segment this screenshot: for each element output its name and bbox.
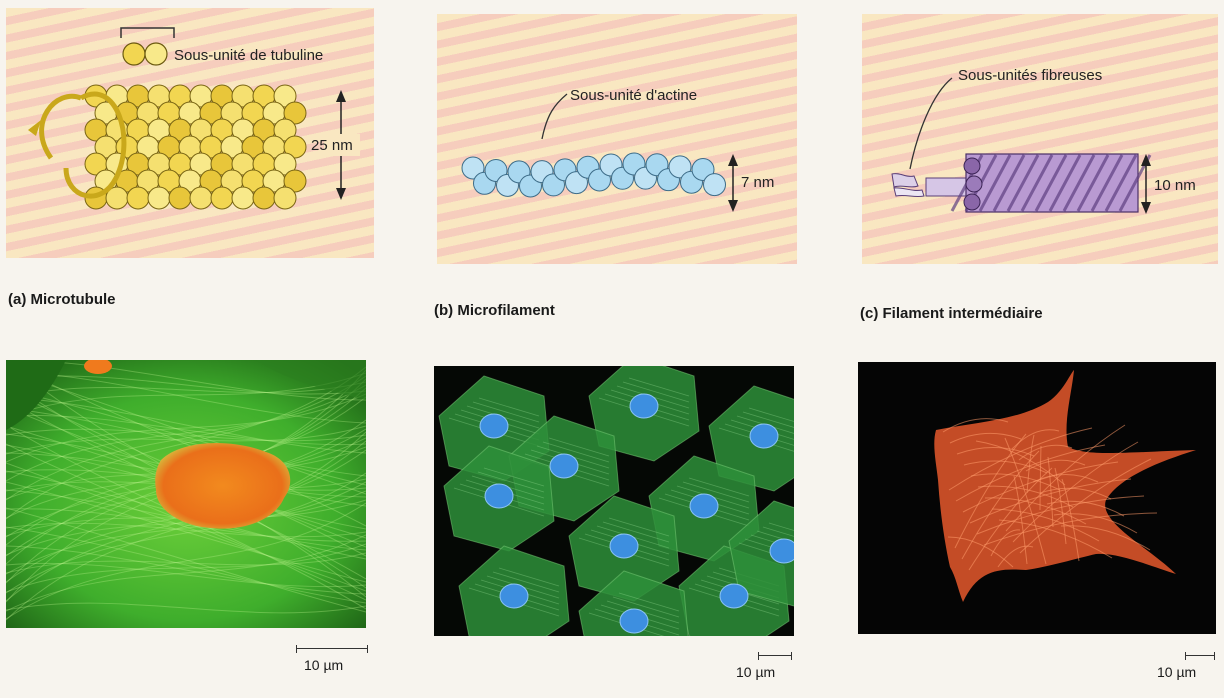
- micrograph-intermediate-filament: [858, 362, 1216, 634]
- helix-arrow: [28, 96, 81, 158]
- dimension-arrow: [728, 154, 738, 212]
- microfilament-micrograph-image: [434, 366, 794, 636]
- microtubule-illustration: Sous-unité de tubuline 25 nm: [6, 8, 374, 258]
- micrograph-microtubule: [6, 360, 366, 628]
- micrograph-microfilament: [434, 366, 794, 636]
- fibrous-subunits-label: Sous-unités fibreuses: [958, 67, 1102, 84]
- dimension-arrow: [1141, 154, 1151, 214]
- caption-c: (c) Filament intermédiaire: [860, 305, 1043, 322]
- tubulin-subunit-pair: [121, 28, 174, 65]
- microfilament-diagram: Sous-unité d'actine 7 nm: [437, 14, 797, 264]
- tubulin-subunit-label: Sous-unité de tubuline: [174, 47, 323, 64]
- fibrous-rope: [892, 154, 1150, 212]
- microtubule-diagram: Sous-unité de tubuline 25 nm: [6, 8, 374, 258]
- actin-subunit-label: Sous-unité d'actine: [570, 87, 697, 104]
- caption-b: (b) Microfilament: [434, 302, 555, 319]
- intermediate-filament-micrograph-image: [858, 362, 1216, 634]
- caption-a: (a) Microtubule: [8, 291, 116, 308]
- intermediate-filament-illustration: Sous-unités fibreuses 10 nm: [862, 14, 1218, 264]
- diameter-label: 10 nm: [1154, 177, 1196, 194]
- diameter-label: 25 nm: [311, 137, 353, 154]
- diameter-label: 7 nm: [741, 174, 774, 191]
- microfilament-illustration: Sous-unité d'actine 7 nm: [437, 14, 797, 264]
- scale-bar-label: 10 µm: [304, 657, 343, 673]
- scale-bar-label: 10 µm: [736, 664, 775, 680]
- microtubule-micrograph-image: [6, 360, 366, 628]
- microtubule-wall: [66, 85, 306, 209]
- intermediate-filament-diagram: Sous-unités fibreuses 10 nm: [862, 14, 1218, 264]
- scale-bar-label: 10 µm: [1157, 664, 1196, 680]
- actin-filament: [462, 153, 726, 197]
